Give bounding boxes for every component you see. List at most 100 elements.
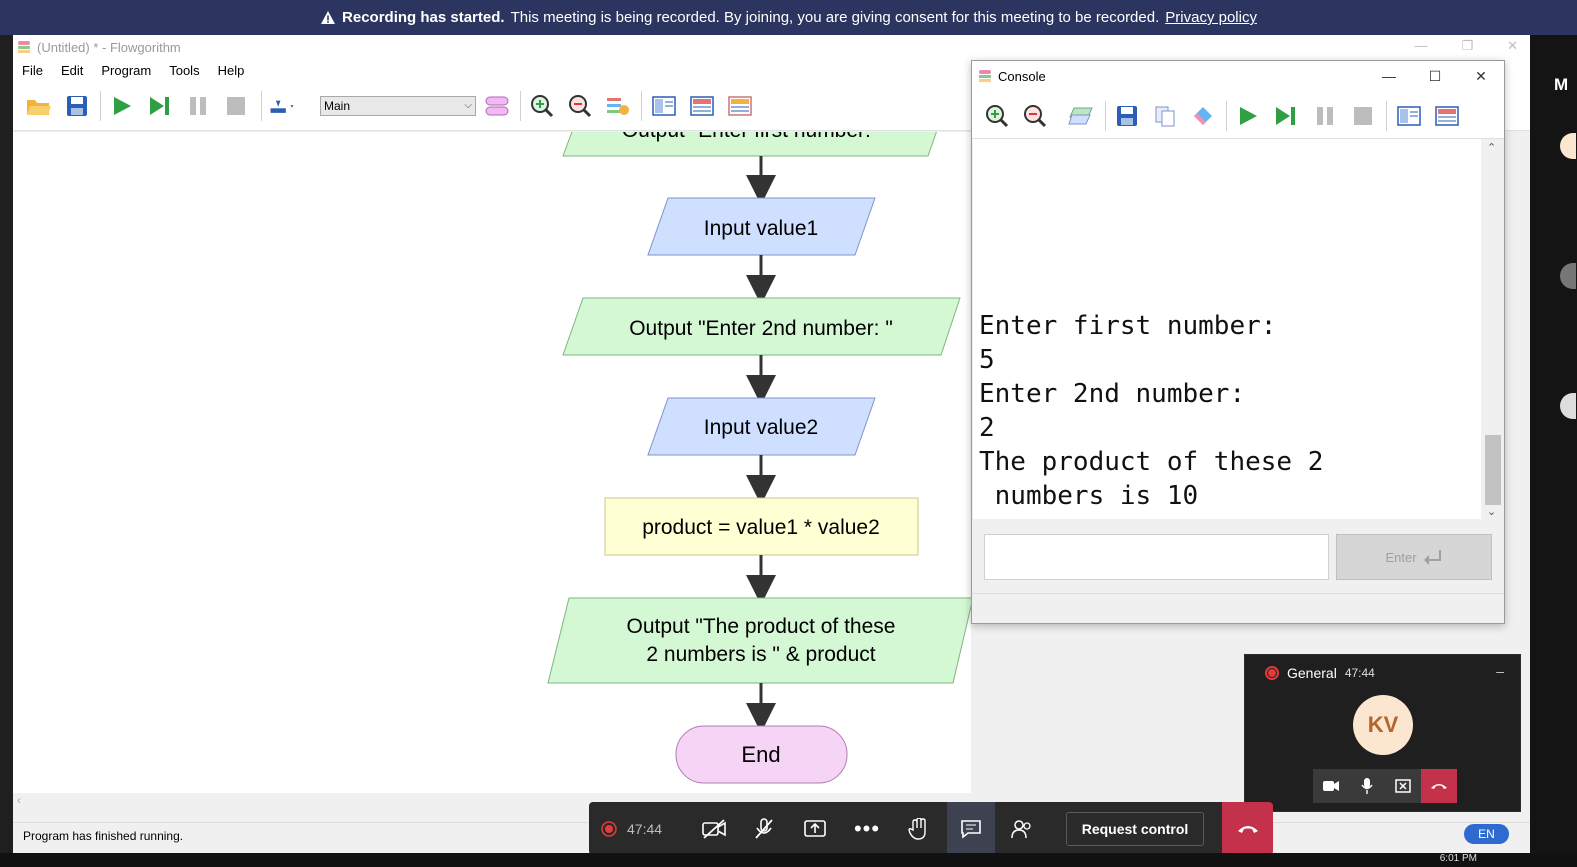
flow-output-3-line1: Output "The product of these	[627, 615, 896, 638]
flow-output-3[interactable]: Output "The product of these 2 numbers i…	[547, 597, 971, 684]
flowchart-svg: Output "Enter first number: " Input valu…	[547, 132, 971, 784]
step-icon[interactable]	[147, 93, 173, 119]
recording-banner: Recording has started. This meeting is b…	[0, 0, 1577, 35]
settings-icon[interactable]	[605, 93, 631, 119]
console-logo-icon	[979, 70, 991, 82]
console-output[interactable]: Enter first number: 5 Enter 2nd number: …	[973, 139, 1481, 519]
minimize-meeting-button[interactable]: –	[1496, 663, 1504, 679]
meeting-control-bar: 47:44 ••• Request control	[589, 802, 1273, 855]
menu-tools[interactable]: Tools	[169, 62, 200, 78]
hang-up-icon	[1237, 825, 1258, 833]
step-icon[interactable]	[1273, 103, 1299, 129]
flow-output-2[interactable]: Output "Enter 2nd number: "	[562, 297, 961, 356]
scroll-up-icon[interactable]: ⌃	[1487, 142, 1497, 154]
console-maximize-button[interactable]: ☐	[1428, 67, 1442, 84]
menu-help[interactable]: Help	[217, 62, 245, 78]
layout-stack-icon[interactable]	[1434, 103, 1460, 129]
request-control-button[interactable]: Request control	[1066, 812, 1204, 846]
warning-icon	[321, 10, 336, 24]
menu-program[interactable]: Program	[101, 62, 152, 78]
banner-bold: Recording has started.	[342, 9, 505, 26]
save-icon[interactable]	[1114, 103, 1140, 129]
scroll-down-icon[interactable]: ⌄	[1487, 506, 1497, 518]
language-badge[interactable]: EN	[1464, 824, 1509, 844]
console-close-button[interactable]: ✕	[1475, 67, 1487, 84]
flowgorithm-titlebar: (Untitled) * - Flowgorithm — ❐ ✕	[13, 35, 1530, 59]
layout-split-icon[interactable]	[1396, 103, 1422, 129]
mic-off-icon[interactable]	[743, 802, 785, 855]
layout-split-icon[interactable]	[651, 93, 677, 119]
hang-up-button[interactable]	[1222, 802, 1273, 855]
privacy-policy-link[interactable]: Privacy policy	[1165, 9, 1257, 26]
console-titlebar: Console — ☐ ✕	[972, 61, 1504, 91]
zoom-in-icon[interactable]	[984, 103, 1010, 129]
menu-edit[interactable]: Edit	[60, 62, 84, 78]
flowchart-canvas[interactable]: Output "Enter first number: " Input valu…	[13, 132, 971, 793]
maximize-button[interactable]: ❐	[1461, 38, 1474, 53]
close-button[interactable]: ✕	[1507, 38, 1518, 53]
enter-return-icon	[1423, 550, 1441, 565]
flow-assignment-label: product = value1 * value2	[642, 516, 880, 539]
console-status-bar	[972, 593, 1504, 623]
speed-slider-icon[interactable]	[269, 93, 295, 119]
run-icon[interactable]	[109, 93, 135, 119]
more-options-icon[interactable]: •••	[853, 815, 881, 841]
flow-end-label: End	[741, 742, 780, 767]
flowgorithm-logo-icon	[18, 41, 30, 53]
raise-hand-icon[interactable]	[897, 802, 939, 855]
stop-share-icon[interactable]	[1385, 769, 1421, 803]
menu-file[interactable]: File	[22, 62, 43, 78]
enter-button-label: Enter	[1385, 549, 1417, 565]
zoom-out-icon[interactable]	[567, 93, 593, 119]
enter-button[interactable]: Enter	[1336, 534, 1492, 580]
run-icon[interactable]	[1235, 103, 1261, 129]
flow-input-1[interactable]: Input value1	[647, 197, 876, 256]
function-select[interactable]: Main⌵	[320, 96, 476, 116]
flow-input-1-label: Input value1	[704, 217, 818, 240]
share-screen-icon[interactable]	[794, 802, 836, 855]
minimize-button[interactable]: —	[1414, 38, 1428, 53]
open-folder-icon[interactable]	[26, 93, 52, 119]
console-scrollbar[interactable]: ⌃ ⌄	[1482, 139, 1504, 519]
copy-icon[interactable]	[1152, 103, 1178, 129]
pause-icon[interactable]	[185, 93, 211, 119]
camera-off-icon[interactable]	[693, 802, 735, 855]
flow-end[interactable]: End	[675, 725, 848, 784]
zoom-out-icon[interactable]	[1022, 103, 1048, 129]
participant-avatar[interactable]	[1560, 393, 1576, 419]
participant-avatar[interactable]	[1560, 263, 1576, 289]
save-icon[interactable]	[64, 93, 90, 119]
microphone-icon[interactable]	[1349, 769, 1385, 803]
layout-stack-icon[interactable]	[689, 93, 715, 119]
flow-output-1[interactable]: Output "Enter first number: "	[562, 132, 947, 157]
layout-top-icon[interactable]	[727, 93, 753, 119]
flow-assignment[interactable]: product = value1 * value2	[604, 497, 919, 556]
participants-icon[interactable]	[1001, 802, 1043, 855]
chat-bubble-icon[interactable]	[1068, 103, 1094, 129]
chat-icon[interactable]	[947, 802, 995, 855]
zoom-in-icon[interactable]	[529, 93, 555, 119]
hang-up-icon[interactable]	[1421, 769, 1457, 803]
console-scroll-thumb[interactable]	[1485, 435, 1501, 505]
recording-indicator-icon	[1265, 666, 1279, 680]
meeting-mini-window[interactable]: General 47:44 – KV	[1244, 654, 1521, 812]
callbar-time: 47:44	[627, 820, 663, 837]
function-manager-icon[interactable]	[484, 93, 510, 119]
scroll-left-icon[interactable]: ‹	[17, 793, 21, 807]
pause-icon[interactable]	[1312, 103, 1338, 129]
console-input[interactable]	[984, 534, 1329, 580]
console-title: Console	[998, 68, 1046, 84]
participant-avatar[interactable]	[1560, 133, 1576, 159]
flow-output-2-label: Output "Enter 2nd number: "	[629, 317, 893, 340]
console-minimize-button[interactable]: —	[1382, 68, 1396, 84]
taskbar-clock: 6:01 PM	[1439, 853, 1477, 864]
camera-icon[interactable]	[1313, 769, 1349, 803]
window-title: (Untitled) * - Flowgorithm	[37, 39, 181, 55]
stop-icon[interactable]	[223, 93, 249, 119]
stop-icon[interactable]	[1350, 103, 1376, 129]
teams-side-panel: M	[1530, 35, 1577, 867]
eraser-icon[interactable]	[1190, 103, 1216, 129]
flow-input-2[interactable]: Input value2	[647, 397, 876, 456]
function-select-value: Main	[324, 99, 351, 113]
